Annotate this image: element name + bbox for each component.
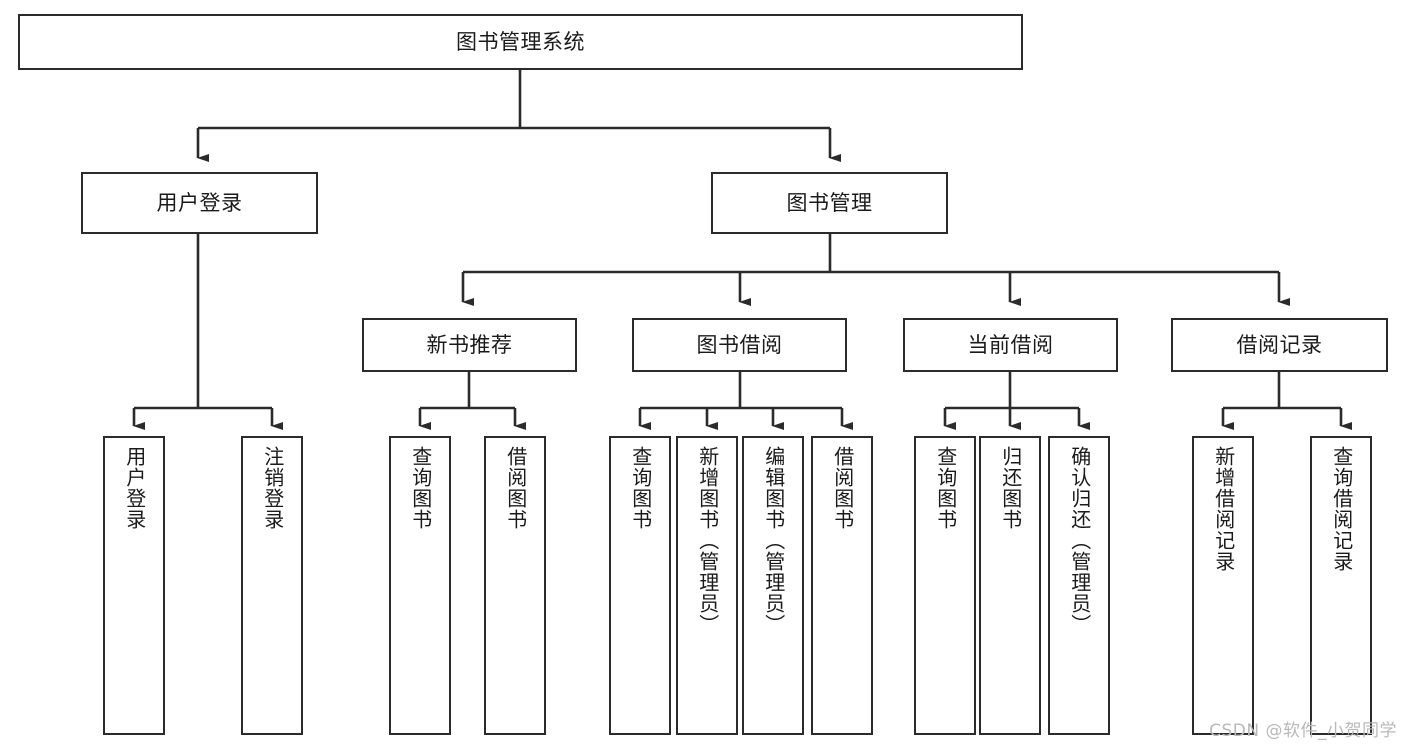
node-book-management-label: 图书管理: [786, 190, 873, 215]
leaf-label: 确认归还（管理员）: [1067, 446, 1092, 635]
leaf-book-borrow-query[interactable]: 查询图书: [609, 436, 671, 735]
leaf-current-borrow-confirm-return[interactable]: 确认归还（管理员）: [1048, 436, 1110, 735]
leaf-user-login-logout[interactable]: 注销登录: [241, 436, 303, 735]
leaf-current-borrow-return[interactable]: 归还图书: [979, 436, 1041, 735]
leaf-current-borrow-query[interactable]: 查询图书: [914, 436, 976, 735]
leaf-label: 新增图书（管理员）: [695, 446, 720, 635]
leaf-label: 借阅图书: [503, 446, 528, 530]
leaf-label: 查询借阅记录: [1329, 446, 1354, 572]
node-current-borrow[interactable]: 当前借阅: [903, 318, 1118, 372]
leaf-label: 查询图书: [408, 446, 433, 530]
leaf-book-borrow-add[interactable]: 新增图书（管理员）: [676, 436, 738, 735]
leaf-book-borrow-edit[interactable]: 编辑图书（管理员）: [742, 436, 804, 735]
leaf-user-login-login[interactable]: 用户登录: [103, 436, 165, 735]
leaf-label: 注销登录: [260, 446, 285, 530]
node-book-borrow[interactable]: 图书借阅: [632, 318, 847, 372]
leaf-label: 用户登录: [122, 446, 147, 530]
node-root[interactable]: 图书管理系统: [18, 14, 1023, 70]
leaf-label: 新增借阅记录: [1211, 446, 1236, 572]
leaf-borrow-record-query[interactable]: 查询借阅记录: [1310, 436, 1372, 735]
watermark-text: CSDN @软件_小贺同学: [1209, 721, 1397, 741]
leaf-label: 查询图书: [933, 446, 958, 530]
leaf-borrow-record-add[interactable]: 新增借阅记录: [1192, 436, 1254, 735]
node-new-book-recommend-label: 新书推荐: [426, 332, 513, 357]
leaf-book-borrow-borrow[interactable]: 借阅图书: [811, 436, 873, 735]
node-user-login-label: 用户登录: [156, 190, 243, 215]
node-borrow-record[interactable]: 借阅记录: [1171, 318, 1388, 372]
leaf-label: 编辑图书（管理员）: [761, 446, 786, 635]
node-current-borrow-label: 当前借阅: [967, 332, 1054, 357]
leaf-label: 借阅图书: [830, 446, 855, 530]
leaf-label: 归还图书: [998, 446, 1023, 530]
node-borrow-record-label: 借阅记录: [1236, 332, 1323, 357]
leaf-label: 查询图书: [628, 446, 653, 530]
leaf-new-book-borrow[interactable]: 借阅图书: [484, 436, 546, 735]
node-book-management[interactable]: 图书管理: [711, 172, 948, 234]
node-user-login[interactable]: 用户登录: [81, 172, 318, 234]
leaf-new-book-query[interactable]: 查询图书: [389, 436, 451, 735]
node-new-book-recommend[interactable]: 新书推荐: [362, 318, 577, 372]
node-book-borrow-label: 图书借阅: [696, 332, 783, 357]
node-root-label: 图书管理系统: [456, 29, 585, 54]
